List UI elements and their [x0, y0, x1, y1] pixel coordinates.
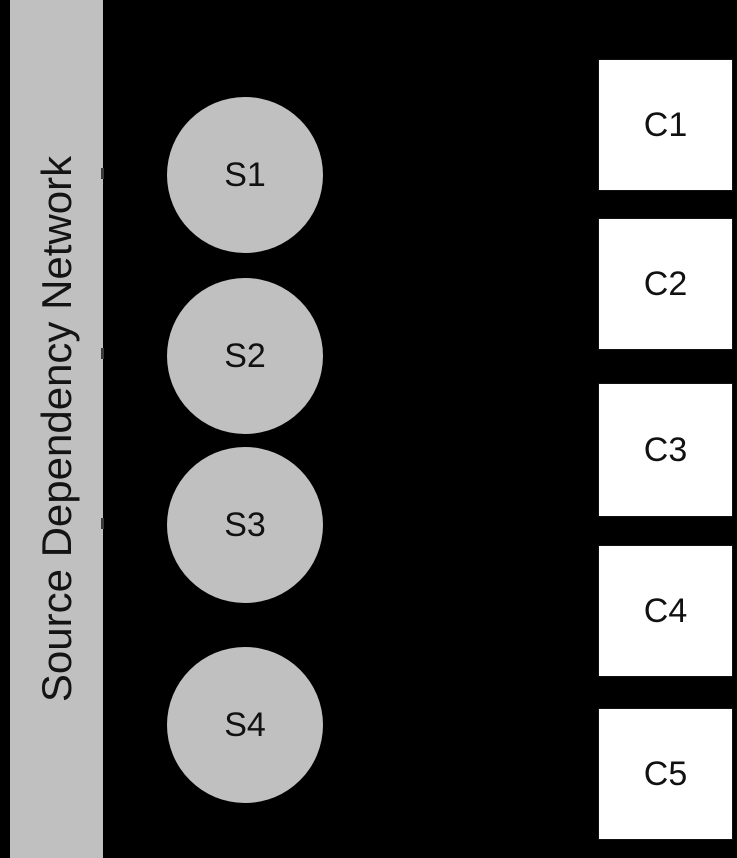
sidebar-connector-tick-1 — [101, 168, 104, 179]
sidebar-connector-tick-3 — [101, 518, 104, 529]
consumer-node-c4-label: C4 — [643, 592, 688, 630]
sidebar-title: Source Dependency Network — [32, 155, 80, 703]
source-node-s1-label: S1 — [224, 156, 266, 194]
consumer-node-c1[interactable]: C1 — [598, 59, 733, 191]
source-node-s2-label: S2 — [224, 337, 266, 375]
source-node-s2[interactable]: S2 — [167, 278, 323, 434]
consumer-node-c3-label: C3 — [643, 431, 688, 469]
source-node-s4[interactable]: S4 — [167, 647, 323, 803]
consumer-node-c1-label: C1 — [643, 106, 688, 144]
consumer-node-c5[interactable]: C5 — [598, 708, 733, 840]
source-node-s4-label: S4 — [224, 706, 266, 744]
consumer-node-c3[interactable]: C3 — [598, 383, 733, 517]
consumer-node-c4[interactable]: C4 — [598, 545, 733, 677]
consumer-node-c2-label: C2 — [643, 265, 688, 303]
consumer-node-c5-label: C5 — [643, 755, 688, 793]
source-node-s1[interactable]: S1 — [167, 97, 323, 253]
source-node-s3[interactable]: S3 — [167, 447, 323, 603]
source-node-s3-label: S3 — [224, 506, 266, 544]
sidebar-connector-tick-2 — [101, 348, 104, 359]
consumer-node-c2[interactable]: C2 — [598, 218, 733, 350]
sidebar-panel: Source Dependency Network — [10, 0, 104, 858]
